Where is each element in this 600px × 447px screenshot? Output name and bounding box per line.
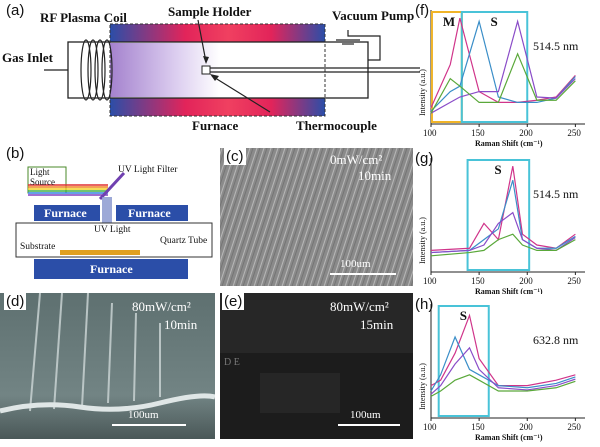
x-tick-label: 250 [567, 128, 581, 138]
furnace-left-block [34, 205, 100, 221]
wavelength-label: 632.8 nm [533, 333, 579, 347]
mode-box-label: S [491, 14, 498, 29]
y-axis-label: Intensity (a.u.) [418, 217, 427, 264]
raman-series-line [430, 180, 576, 254]
panel-label-d: (d) [4, 293, 27, 310]
rf-coil [80, 39, 113, 101]
label-rf-plasma-coil: RF Plasma Coil [40, 10, 127, 25]
x-tick-label: 100 [423, 276, 437, 286]
micrograph-d-scale: 100um [128, 409, 159, 421]
micrograph-e: D E [220, 293, 413, 439]
x-tick-label: 250 [567, 422, 581, 432]
wavelength-label: 514.5 nm [533, 187, 579, 201]
cvd-furnace-diagram [44, 19, 420, 117]
label-light-source: Light Source [30, 167, 55, 187]
label-furnace: Furnace [192, 118, 239, 133]
mode-box [466, 159, 531, 271]
x-tick-label: 250 [567, 276, 581, 286]
micrograph-c [220, 148, 413, 286]
label-substrate: Substrate [20, 242, 56, 252]
panel-label-a: (a) [6, 2, 25, 19]
panel-label-f: (f) [415, 2, 430, 19]
x-axis-label: Raman Shift (cm⁻¹) [475, 139, 543, 148]
y-axis-label: Intensity (a.u.) [418, 69, 427, 116]
mode-box-label: S [460, 308, 467, 323]
micrograph-e-scale: 100um [350, 409, 381, 421]
label-furnace-bottom: Furnace [90, 262, 133, 276]
micrograph-c-time: 10min [358, 168, 392, 183]
micrograph-e-time: 15min [360, 317, 394, 332]
y-axis-label: Intensity (a.u.) [418, 363, 427, 410]
label-quartz-tube: Quartz Tube [160, 236, 208, 246]
raman-series-line [430, 211, 576, 254]
raman-series-line [430, 313, 576, 387]
mode-box [437, 305, 490, 417]
raman-series-line [430, 18, 576, 109]
furnace-bottom [110, 98, 325, 116]
raman-series-line [430, 374, 576, 397]
uv-cvd-diagram [15, 166, 213, 279]
x-tick-label: 150 [471, 128, 485, 138]
label-furnace-left: Furnace [44, 206, 87, 220]
raman-series-line [430, 52, 576, 114]
label-vacuum-pump: Vacuum Pump [332, 8, 415, 23]
raman-series-line [430, 335, 576, 392]
panel-label-g: (g) [415, 150, 434, 167]
micrograph-d-time: 10min [164, 317, 198, 332]
rainbow-beam [28, 184, 108, 196]
x-tick-label: 200 [519, 422, 533, 432]
x-tick-label: 100 [423, 422, 437, 432]
label-thermocouple: Thermocouple [296, 118, 377, 133]
panel-e: D E (e) 80mW/cm² 15min 100um [220, 293, 413, 439]
x-tick-label: 200 [519, 276, 533, 286]
label-gas-inlet: Gas Inlet [2, 50, 53, 65]
micrograph-e-power: 80mW/cm² [330, 299, 389, 314]
label-furnace-right: Furnace [128, 206, 171, 220]
panel-d: (d) 80mW/cm² 10min 100um [0, 292, 216, 439]
micrograph-d-power: 80mW/cm² [132, 299, 191, 314]
label-uv-light: UV Light [94, 225, 131, 235]
mode-box-label: S [494, 162, 501, 177]
panel-c: (c) 0mW/cm² 10min 100um [220, 148, 413, 286]
furnace-top [110, 24, 325, 42]
panel-b: (b) Light Source UV Light Filter Furnace… [0, 145, 215, 285]
x-tick-label: 150 [471, 276, 485, 286]
panel-label-c: (c) [224, 148, 246, 165]
substrate [60, 250, 140, 255]
micrograph-c-scale: 100um [340, 258, 371, 270]
panel-label-b: (b) [6, 145, 25, 162]
micrograph-c-power: 0mW/cm² [330, 152, 383, 167]
micrograph-d [0, 292, 216, 439]
x-tick-label: 150 [471, 422, 485, 432]
x-tick-label: 100 [423, 128, 437, 138]
uv-filter [98, 171, 126, 201]
panel-label-h: (h) [415, 296, 434, 313]
svg-text:D E: D E [224, 357, 240, 368]
furnace-right-block [116, 205, 188, 221]
raman-series-line [430, 19, 576, 112]
raman-series-line [430, 166, 576, 251]
mode-box [460, 11, 529, 123]
x-tick-label: 200 [519, 128, 533, 138]
label-uv-filter: UV Light Filter [118, 165, 178, 175]
furnace-outline [109, 23, 326, 117]
panel-label-e: (e) [222, 293, 245, 310]
x-axis-label: Raman Shift (cm⁻¹) [475, 287, 543, 294]
sample-holder [201, 65, 211, 75]
x-axis-label: Raman Shift (cm⁻¹) [475, 433, 543, 442]
wavelength-label: 514.5 nm [533, 39, 579, 53]
raman-series-line [430, 346, 576, 395]
furnace-bottom-block [34, 259, 188, 279]
raman-series-line [430, 19, 576, 114]
panel-a: (a) [0, 0, 420, 140]
label-sample-holder: Sample Holder [168, 4, 252, 19]
raman-series-line [430, 233, 576, 257]
mode-box-label: M [443, 14, 455, 29]
